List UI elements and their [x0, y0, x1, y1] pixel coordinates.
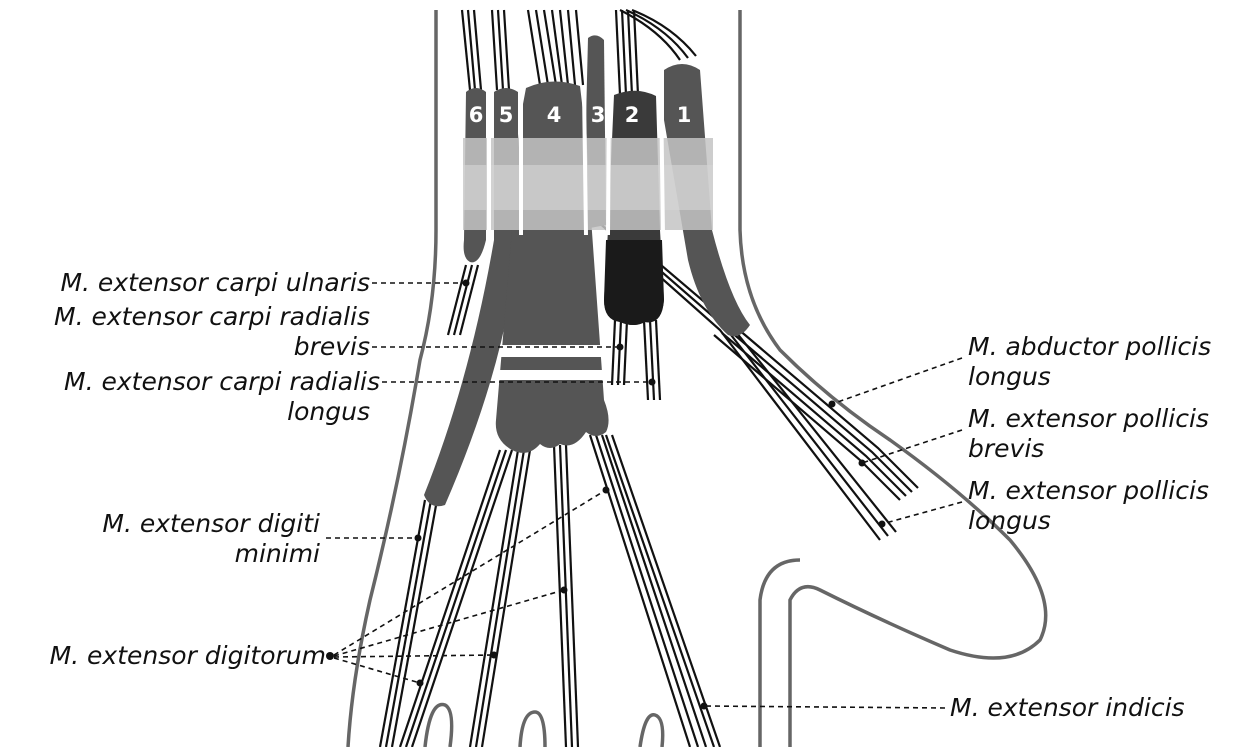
dot-ed-3 — [491, 652, 498, 659]
tendon-ed-2 — [470, 450, 530, 747]
finger-cleft-2 — [520, 712, 545, 747]
dot-ecrb — [617, 344, 624, 351]
label-ei: M. extensor indicis — [950, 693, 1185, 722]
tendon-ei — [606, 435, 720, 747]
dot-apl — [829, 401, 836, 408]
retinaculum-band-2 — [463, 165, 713, 210]
label-edm-line2: minimi — [235, 539, 320, 568]
label-epb-line1: M. extensor pollicis — [968, 404, 1209, 433]
finger-cleft-1 — [425, 705, 452, 747]
dot-ed-4 — [417, 680, 424, 687]
tendon-ecu — [448, 265, 478, 335]
label-ed: M. extensor digitorum — [50, 641, 326, 670]
dot-epb — [859, 460, 866, 467]
label-ecrb-line1: M. extensor carpi radialis — [54, 302, 370, 331]
leader-epl — [882, 502, 962, 524]
label-epl-line1: M. extensor pollicis — [968, 476, 1209, 505]
tendon-ed-top — [528, 10, 583, 85]
label-ecrl-line2: longus — [287, 397, 370, 426]
label-ecrl-line1: M. extensor carpi radialis — [64, 367, 380, 396]
dot-ecu — [463, 280, 470, 287]
tendon-ed-4 — [590, 435, 706, 747]
compartment-number-3: 3 — [591, 103, 606, 127]
tendon-ecrb — [612, 320, 627, 385]
labels: M. extensor carpi ulnaris M. extensor ca… — [50, 268, 1212, 722]
leader-apl — [832, 358, 962, 404]
dot-epl — [879, 521, 886, 528]
tendon-ed-3 — [554, 445, 578, 747]
label-apl-line2: longus — [968, 362, 1051, 391]
tendon-ecr-top — [616, 10, 638, 95]
tendon-ed-1 — [400, 450, 512, 747]
leader-ei — [704, 706, 945, 708]
dot-ei — [701, 703, 708, 710]
label-ecrb-line2: brevis — [294, 332, 370, 361]
compartment-number-5: 5 — [499, 103, 514, 127]
tendon-edm-top — [492, 10, 509, 90]
sheath-2-lower — [604, 240, 664, 325]
thumb-web-border — [760, 560, 800, 747]
sheath-4-band-2 — [498, 370, 610, 380]
label-apl-line1: M. abductor pollicis — [968, 332, 1211, 361]
compartment-number-4: 4 — [547, 103, 562, 127]
compartment-number-6: 6 — [469, 103, 484, 127]
finger-cleft-3 — [640, 715, 663, 747]
label-edm-line1: M. extensor digiti — [102, 509, 320, 538]
tendon-ecrl — [644, 320, 660, 400]
dot-edm — [415, 535, 422, 542]
tendon-apl-epb — [714, 329, 918, 500]
tendon-edm — [380, 500, 437, 747]
label-epb-line2: brevis — [968, 434, 1044, 463]
dot-ecrl — [649, 379, 656, 386]
tendon-apl-top — [620, 10, 696, 60]
label-ecu: M. extensor carpi ulnaris — [60, 268, 370, 297]
compartment-number-2: 2 — [625, 103, 640, 127]
dot-ed-origin — [326, 652, 334, 660]
compartment-number-1: 1 — [677, 103, 692, 127]
label-epl-line2: longus — [968, 506, 1051, 535]
dot-ed-2 — [561, 587, 568, 594]
tendon-ecu-top — [462, 10, 481, 90]
dot-ed-1 — [603, 487, 610, 494]
